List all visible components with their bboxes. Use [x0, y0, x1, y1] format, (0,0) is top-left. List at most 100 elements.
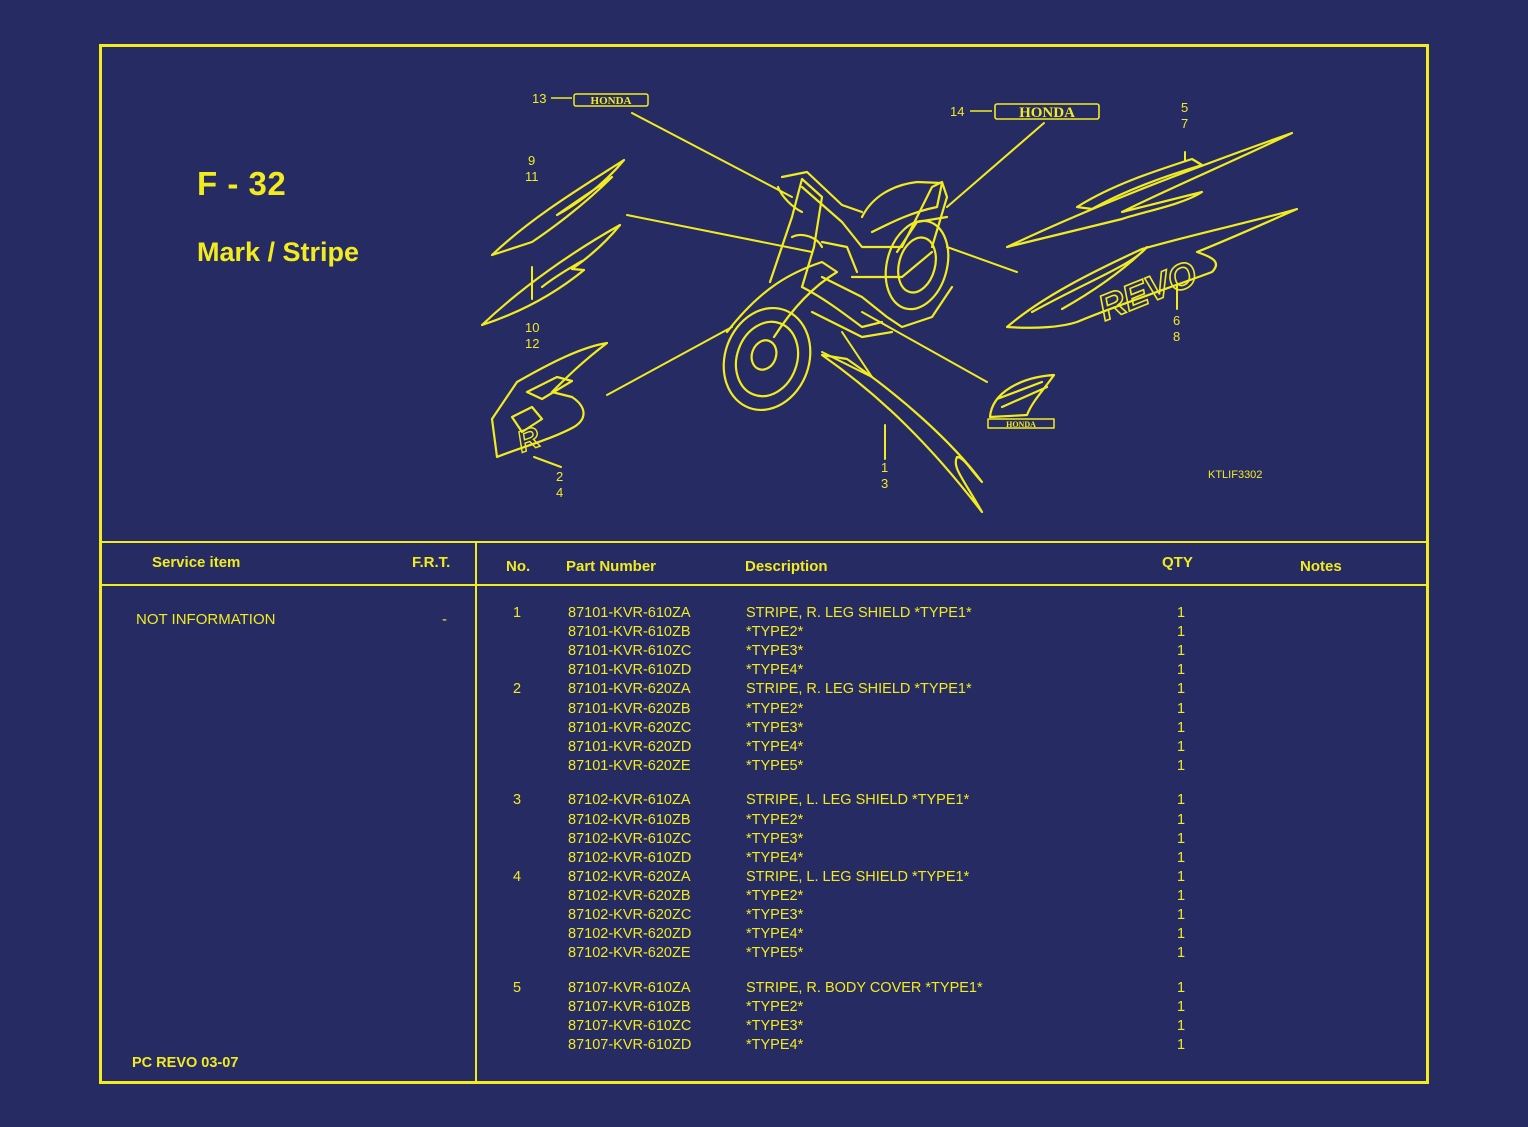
row-part-number: 87102-KVR-610ZB: [568, 811, 691, 828]
row-description: STRIPE, L. LEG SHIELD *TYPE1*: [746, 868, 970, 885]
row-part-number: 87101-KVR-610ZA: [568, 605, 691, 621]
row-description: *TYPE5*: [746, 757, 804, 774]
row-qty: 1: [1177, 719, 1186, 736]
figure-title: Mark / Stripe: [197, 237, 360, 267]
row-part-number: 87101-KVR-620ZD: [568, 738, 692, 755]
row-part-number: 87101-KVR-610ZC: [568, 643, 692, 660]
callout-13: 13: [532, 91, 546, 106]
header-bottom-rule: [102, 584, 1426, 586]
stripe-6-8-decal: [1005, 207, 1299, 329]
row-no: 1: [513, 605, 522, 621]
row-qty: 1: [1177, 887, 1186, 904]
callout-6: 6: [1173, 313, 1180, 328]
header-no: No.: [506, 558, 531, 575]
row-part-number: 87102-KVR-620ZA: [568, 868, 691, 885]
row-part-number: 87102-KVR-620ZC: [568, 907, 692, 923]
callout-5: 5: [1181, 100, 1188, 115]
row-description: STRIPE, R. LEG SHIELD *TYPE1*: [746, 681, 972, 698]
row-description: *TYPE4*: [746, 849, 804, 866]
row-part-number: 87107-KVR-610ZA: [568, 979, 691, 996]
row-part-number: 87101-KVR-620ZA: [568, 681, 691, 698]
header-description: Description: [745, 558, 828, 575]
figure-code: F - 32: [197, 165, 287, 202]
row-qty: 1: [1177, 926, 1186, 943]
stripe-5-7-decal: [1005, 131, 1294, 249]
header-notes: Notes: [1300, 558, 1342, 575]
row-qty: 1: [1177, 868, 1186, 885]
row-qty: 1: [1177, 907, 1186, 923]
row-part-number: 87102-KVR-620ZB: [568, 887, 691, 904]
parts-sheet-frame: F - 32 Mark / Stripe: [99, 44, 1429, 1084]
callout-14: 14: [950, 104, 964, 119]
row-qty: 1: [1177, 792, 1186, 809]
row-part-number: 87107-KVR-610ZD: [568, 1037, 692, 1054]
row-qty: 1: [1177, 1037, 1186, 1054]
callout-4: 4: [556, 485, 563, 500]
row-part-number: 87102-KVR-610ZC: [568, 830, 692, 847]
callout-11: 11: [525, 169, 539, 184]
row-description: STRIPE, R. BODY COVER *TYPE1*: [746, 979, 983, 996]
stripe-1-3-decal: [820, 353, 984, 514]
row-no: 2: [513, 681, 522, 698]
row-qty: 1: [1177, 643, 1186, 660]
row-qty: 1: [1177, 700, 1186, 717]
row-qty: 1: [1177, 998, 1186, 1015]
header-service-item: Service item: [152, 554, 241, 571]
callout-10: 10: [525, 320, 539, 335]
diagram-code: KTLIF3302: [1208, 469, 1263, 481]
callout-1: 1: [881, 460, 888, 475]
callout-12: 12: [525, 336, 539, 351]
stripe-2-4-decal: [490, 341, 609, 459]
service-item-value: NOT INFORMATION: [136, 611, 276, 628]
callout-7: 7: [1181, 116, 1188, 131]
row-description: *TYPE4*: [746, 662, 804, 679]
row-part-number: 87101-KVR-620ZE: [568, 757, 691, 774]
header-part-number: Part Number: [566, 558, 657, 575]
row-no: 4: [513, 868, 522, 885]
row-qty: 1: [1177, 945, 1186, 962]
row-part-number: 87101-KVR-620ZC: [568, 719, 692, 736]
row-qty: 1: [1177, 624, 1186, 641]
service-frt-value: -: [442, 611, 447, 628]
row-description: *TYPE3*: [746, 719, 804, 736]
column-divider: [475, 541, 477, 1081]
table-top-rule: [102, 541, 1426, 543]
honda-large-text: HONDA: [1019, 105, 1075, 121]
honda-small-badge: [573, 93, 649, 107]
row-description: *TYPE4*: [746, 1037, 804, 1054]
header-qty: QTY: [1162, 554, 1193, 571]
row-qty: 1: [1177, 605, 1186, 621]
callout-8: 8: [1173, 329, 1180, 344]
row-no: 3: [513, 792, 522, 809]
callout-2: 2: [556, 469, 563, 484]
row-description: STRIPE, L. LEG SHIELD *TYPE1*: [746, 792, 970, 809]
model-footer: PC REVO 03-07: [132, 1055, 239, 1071]
exploded-diagram: HONDA HONDA HONDA REVO R 13 14 5 7 9 11 …: [480, 91, 1299, 514]
row-qty: 1: [1177, 979, 1186, 996]
row-part-number: 87102-KVR-610ZA: [568, 792, 691, 809]
leader-lines: [531, 112, 1186, 468]
row-part-number: 87102-KVR-610ZD: [568, 849, 692, 866]
row-description: *TYPE2*: [746, 887, 804, 904]
row-qty: 1: [1177, 849, 1186, 866]
r-logo-text: R: [513, 421, 545, 460]
row-qty: 1: [1177, 830, 1186, 847]
row-description: *TYPE2*: [746, 624, 804, 641]
row-qty: 1: [1177, 681, 1186, 698]
row-part-number: 87101-KVR-610ZD: [568, 662, 692, 679]
row-part-number: 87107-KVR-610ZC: [568, 1018, 692, 1034]
row-description: *TYPE4*: [746, 926, 804, 943]
row-description: *TYPE2*: [746, 811, 804, 828]
motorcycle-drawing: [722, 170, 954, 412]
row-description: *TYPE5*: [746, 945, 804, 962]
row-part-number: 87102-KVR-620ZE: [568, 945, 691, 962]
row-part-number: 87102-KVR-620ZD: [568, 926, 692, 943]
row-qty: 1: [1177, 757, 1186, 774]
callout-9: 9: [528, 153, 535, 168]
row-description: *TYPE2*: [746, 998, 804, 1015]
row-description: *TYPE3*: [746, 907, 804, 923]
honda-wing-emblem: [988, 373, 1056, 419]
row-description: *TYPE3*: [746, 830, 804, 847]
row-description: *TYPE4*: [746, 738, 804, 755]
stripe-9-11-decal: [490, 158, 626, 257]
